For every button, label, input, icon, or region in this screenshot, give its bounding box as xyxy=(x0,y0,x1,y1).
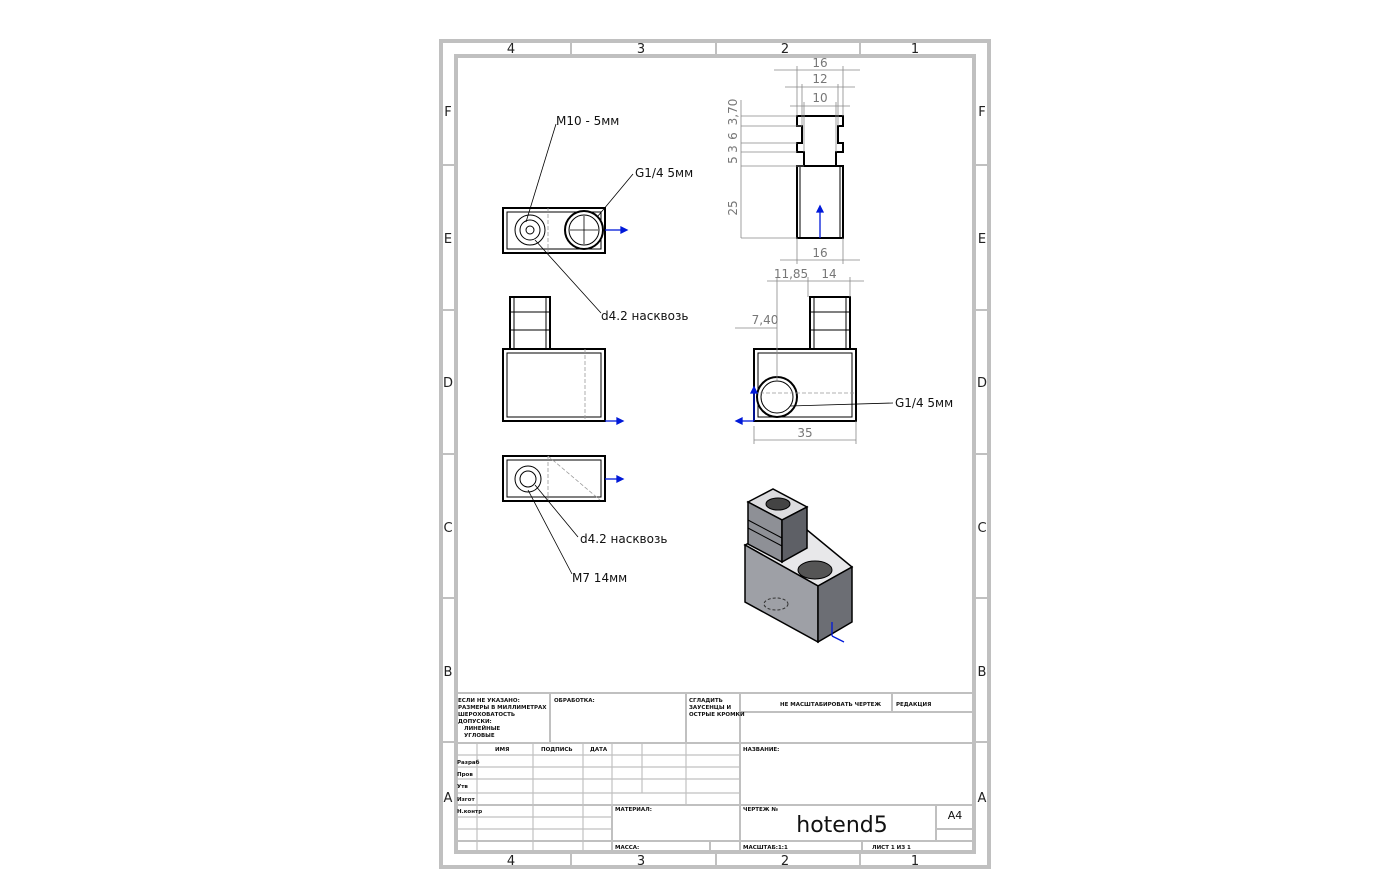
tb-row-label: Утв xyxy=(457,784,468,790)
zone-label: 3 xyxy=(637,42,645,57)
dim-35: 35 xyxy=(797,426,812,440)
side-view[interactable] xyxy=(796,115,844,239)
zone-label: 3 xyxy=(637,854,645,869)
inner-border xyxy=(454,54,976,854)
dim-top-12: 12 xyxy=(812,72,827,86)
zone-label: E xyxy=(978,232,986,247)
zone-label: A xyxy=(978,791,987,806)
tb-row-label: Пров xyxy=(457,772,473,778)
zone-label: F xyxy=(444,105,451,120)
dim-3: 3 xyxy=(726,145,740,153)
zone-label: 1 xyxy=(911,854,919,869)
zone-label: 4 xyxy=(507,42,515,57)
tb-note: РАЗМЕРЫ В МИЛЛИМЕТРАХ xyxy=(458,705,547,711)
tb-scale-label: МАСШТАБ:1:1 xyxy=(743,845,788,851)
tb-deburr: ОСТРЫЕ КРОМКИ xyxy=(689,712,745,718)
zone-label: C xyxy=(443,521,452,536)
side-view-dimensions: 16 12 10 3,70 6 3 5 25 16 xyxy=(726,56,860,264)
note-g14-front: G1/4 5мм xyxy=(895,396,953,410)
dim-top-16: 16 xyxy=(812,56,827,70)
front-view-left[interactable] xyxy=(502,296,625,426)
tb-col-name: ИМЯ xyxy=(495,747,509,753)
dim-3-70: 3,70 xyxy=(726,99,740,126)
tb-material-label: МАТЕРИАЛ: xyxy=(615,807,652,813)
zone-dividers xyxy=(441,41,989,867)
bottom-view-callouts: d4.2 насквозь M7 14мм xyxy=(527,484,667,585)
tb-title-label: НАЗВАНИЕ: xyxy=(743,747,779,753)
tb-revision: РЕДАКЦИЯ xyxy=(896,702,931,708)
front-view-right[interactable] xyxy=(734,296,857,426)
zone-label: A xyxy=(444,791,453,806)
top-view[interactable] xyxy=(502,207,629,254)
zone-label: B xyxy=(978,665,987,680)
zone-labels-side: F E D C B A F E D C B A xyxy=(443,105,987,806)
drawing-number: hotend5 xyxy=(796,813,887,838)
tb-mass-label: МАССА: xyxy=(615,845,639,851)
tb-drawing-no-label: ЧЕРТЕЖ № xyxy=(743,806,778,813)
note-m10: M10 - 5мм xyxy=(556,114,619,128)
dim-bottom-16: 16 xyxy=(812,246,827,260)
tb-row-label: Разраб xyxy=(457,759,480,766)
bottom-view[interactable] xyxy=(502,455,625,502)
tb-no-scale: НЕ МАСШТАБИРОВАТЬ ЧЕРТЕЖ xyxy=(780,702,881,708)
zone-label: F xyxy=(978,105,985,120)
zone-label: 1 xyxy=(911,42,919,57)
top-view-callouts: M10 - 5мм G1/4 5мм d4.2 насквозь xyxy=(525,114,693,323)
tb-note: ШЕРОХОВАТОСТЬ xyxy=(458,712,515,718)
tb-sheet-label: ЛИСТ 1 ИЗ 1 xyxy=(872,845,911,851)
front-view-right-dimensions: 11,85 14 7,40 35 G1/4 5мм xyxy=(735,267,953,444)
zone-labels-top: 4 3 2 1 4 3 2 1 xyxy=(507,42,919,869)
zone-label: E xyxy=(444,232,452,247)
note-d42-top: d4.2 насквозь xyxy=(601,309,688,323)
note-m7: M7 14мм xyxy=(572,571,627,585)
tb-row-label: Н.контр xyxy=(457,809,482,815)
zone-label: D xyxy=(977,376,987,391)
tb-note: ЛИНЕЙНЫЕ xyxy=(464,724,500,732)
note-d42-bottom: d4.2 насквозь xyxy=(580,532,667,546)
dim-25: 25 xyxy=(726,200,740,215)
sheet-size: A4 xyxy=(948,809,963,822)
tb-row-label: Изгот xyxy=(457,797,475,803)
title-block: ЕСЛИ НЕ УКАЗАНО: РАЗМЕРЫ В МИЛЛИМЕТРАХ Ш… xyxy=(456,692,974,852)
tb-col-sign: ПОДПИСЬ xyxy=(541,747,573,753)
zone-label: 2 xyxy=(781,854,789,869)
dim-5: 5 xyxy=(726,156,740,164)
tb-deburr: ЗАУСЕНЦЫ И xyxy=(689,705,732,711)
zone-label: C xyxy=(977,521,986,536)
zone-label: 4 xyxy=(507,854,515,869)
isometric-view[interactable] xyxy=(743,488,854,644)
dim-6: 6 xyxy=(726,132,740,140)
zone-label: B xyxy=(444,665,453,680)
tb-col-date: ДАТА xyxy=(590,747,608,753)
zone-label: D xyxy=(443,376,453,391)
zone-label: 2 xyxy=(781,42,789,57)
tb-deburr: СГЛАДИТЬ xyxy=(689,698,723,704)
dim-11-85: 11,85 xyxy=(774,267,808,281)
note-g14-top: G1/4 5мм xyxy=(635,166,693,180)
dim-7-40: 7,40 xyxy=(752,313,779,327)
tb-note: ДОПУСКИ: xyxy=(458,719,492,725)
tb-finish: ОБРАБОТКА: xyxy=(554,698,595,704)
tb-note: УГЛОВЫЕ xyxy=(464,733,495,739)
tb-note: ЕСЛИ НЕ УКАЗАНО: xyxy=(458,698,520,704)
dim-top-10: 10 xyxy=(812,91,827,105)
dim-14: 14 xyxy=(821,267,836,281)
